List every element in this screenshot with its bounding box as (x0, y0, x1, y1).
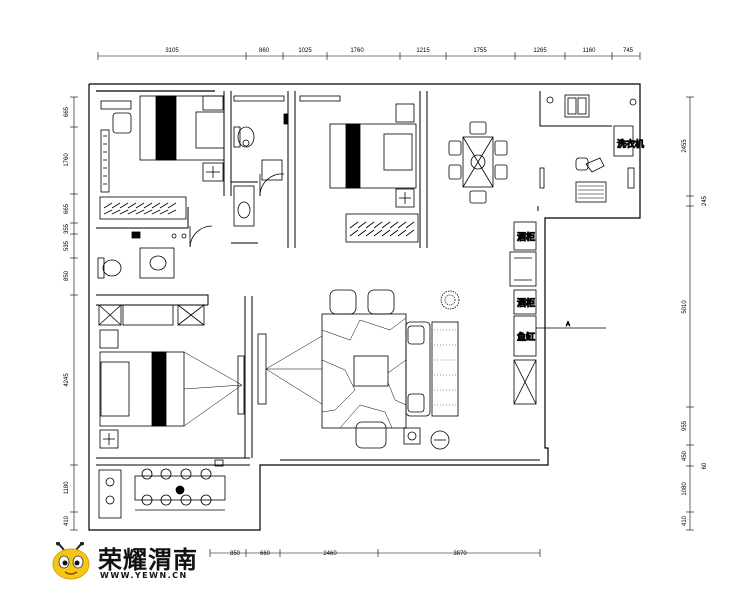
plant (440, 290, 460, 310)
bedroom-2 (299, 95, 419, 243)
dim-left-3: 665 (64, 203, 70, 214)
tv-bedroom (237, 355, 245, 415)
bedroom-1 (99, 95, 225, 220)
dim-top-5: 1215 (416, 48, 430, 54)
toilet-2 (102, 259, 122, 277)
dim-top-4: 1760 (350, 48, 364, 54)
fish-tank-label: 鱼缸 (517, 331, 535, 343)
dim-top-3: 1025 (298, 48, 312, 54)
bottom-dimension-line (209, 549, 541, 557)
logo-text: 荣耀渭南 (98, 546, 198, 574)
stove (575, 181, 607, 203)
top-dimension-line (97, 52, 641, 60)
bed-1 (139, 95, 225, 161)
dim-left-5: 535 (64, 240, 70, 251)
wine-cabinet-1-label: 酒柜 (517, 231, 535, 243)
sink-1 (233, 185, 255, 227)
wine-cabinet-2-label: 酒柜 (517, 297, 535, 309)
dim-left-6: 850 (64, 270, 70, 281)
dim-top-9: 745 (623, 48, 634, 54)
dining-table (462, 136, 494, 188)
wardrobe-2 (99, 196, 187, 220)
bed-3 (99, 351, 185, 427)
coffee-table (353, 355, 389, 387)
living-room (257, 289, 460, 450)
desk (134, 475, 226, 501)
left-dimension-labels: 665 1760 665 355 535 850 4245 1180 410 (64, 106, 70, 526)
floor-lamp (430, 430, 450, 450)
pillow-3 (100, 361, 130, 417)
dim-right-6: 60 (702, 462, 708, 469)
right-dimension-line (686, 96, 694, 531)
dim-right-4: 955 (682, 420, 688, 431)
bathroom-1 (233, 95, 289, 227)
chair-1 (112, 112, 132, 134)
dim-left-1: 665 (64, 106, 70, 117)
bottom-dimension-labels: 850 660 2460 3870 (230, 551, 467, 557)
wine-cabinet-2 (513, 289, 537, 315)
sink-2 (139, 247, 175, 279)
bed-2 (329, 123, 417, 189)
section-mark: A (566, 322, 570, 328)
dim-top-8: 1160 (583, 48, 597, 54)
pillow-2 (383, 133, 413, 171)
dining-area (448, 121, 508, 204)
washer (613, 125, 634, 157)
tv-living (257, 333, 267, 405)
cabinet-study (98, 469, 122, 519)
dim-right-7: 1080 (682, 482, 688, 496)
dim-bottom-4: 3870 (453, 551, 467, 557)
dim-left-9: 410 (64, 515, 70, 526)
dim-left-4: 355 (64, 223, 70, 234)
wardrobe-3 (345, 213, 419, 243)
right-dimension-labels: 2455 245 5010 955 450 60 1080 410 (682, 139, 708, 526)
bathroom-2 (97, 225, 213, 279)
cabinet-mid (509, 251, 537, 287)
dim-top-7: 1265 (533, 48, 547, 54)
dim-right-2: 245 (702, 195, 708, 206)
dim-right-5: 450 (682, 450, 688, 461)
dim-top-6: 1755 (473, 48, 487, 54)
dim-right-8: 410 (682, 515, 688, 526)
logo-url: WWW.YEWN.CN (100, 571, 188, 580)
wine-cabinet-1 (513, 221, 537, 251)
dim-left-2: 1760 (64, 153, 70, 167)
sofa (405, 321, 431, 417)
fish-tank (513, 315, 537, 357)
armchair-2 (367, 289, 395, 315)
pillow-1 (195, 111, 225, 149)
armchair-1 (329, 289, 357, 315)
brand-logo: 荣耀渭南 WWW.YEWN.CN (50, 540, 220, 585)
bee-logo-icon (52, 542, 90, 580)
dim-left-8: 1180 (64, 481, 70, 495)
armchair-3 (355, 421, 387, 449)
exterior-walls (88, 83, 641, 531)
dim-top-1: 3105 (165, 48, 179, 54)
dim-top-2: 860 (259, 48, 270, 54)
nightstand-1 (202, 162, 224, 182)
wall-cabinets: 酒柜 酒柜 鱼缸 A (509, 221, 606, 405)
kitchen: 洗衣机 (539, 94, 644, 203)
washer-label: 洗衣机 (617, 138, 644, 150)
kitchen-sink (564, 94, 590, 118)
dim-bottom-2: 660 (260, 551, 271, 557)
sofa-back (431, 321, 459, 417)
dim-left-7: 4245 (64, 373, 70, 387)
left-dimension-line (70, 96, 78, 531)
side-table (403, 427, 421, 445)
toilet-1 (237, 126, 255, 148)
study-room (98, 459, 226, 519)
dim-right-1: 2455 (682, 139, 688, 153)
cabinet-low (513, 359, 537, 405)
dim-bottom-3: 2460 (323, 551, 337, 557)
dim-bottom-1: 850 (230, 551, 241, 557)
bedroom-3 (98, 304, 245, 449)
top-dimension-labels: 3105 860 1025 1760 1215 1755 1265 1160 7… (165, 48, 633, 54)
dim-right-3: 5010 (682, 300, 688, 314)
wardrobe-1 (100, 129, 110, 193)
